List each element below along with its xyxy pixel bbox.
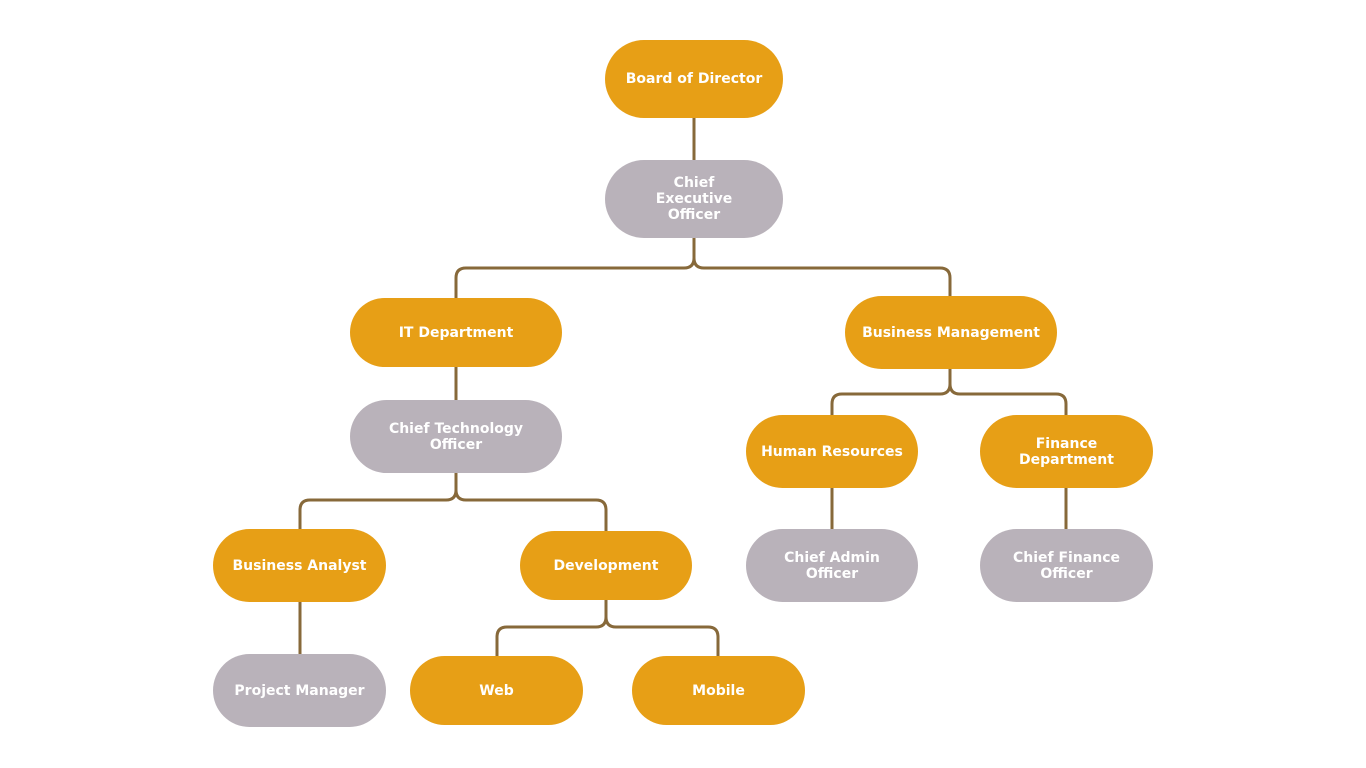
node-label: Finance Department bbox=[1019, 435, 1114, 468]
node-chief-technology-officer[interactable]: Chief Technology Officer bbox=[350, 400, 562, 473]
node-label: Development bbox=[553, 557, 659, 574]
node-label: Chief Finance Officer bbox=[1012, 549, 1121, 582]
node-chief-executive-officer[interactable]: Chief Executive Officer bbox=[605, 160, 783, 238]
node-business-analyst[interactable]: Business Analyst bbox=[213, 529, 386, 602]
node-label: Board of Director bbox=[625, 71, 763, 87]
node-label: Chief Executive Officer bbox=[655, 175, 733, 223]
node-business-management[interactable]: Business Management bbox=[845, 296, 1057, 369]
node-finance-department[interactable]: Finance Department bbox=[980, 415, 1153, 488]
node-label: Business Management bbox=[862, 324, 1040, 341]
node-chief-admin-officer[interactable]: Chief Admin Officer bbox=[746, 529, 918, 602]
node-label: Chief Technology Officer bbox=[388, 420, 524, 453]
node-label: Project Manager bbox=[234, 682, 365, 699]
node-project-manager[interactable]: Project Manager bbox=[213, 654, 386, 727]
connector-ceo-it bbox=[454, 238, 696, 298]
node-label: Mobile bbox=[692, 682, 745, 699]
node-label: Human Resources bbox=[761, 443, 903, 460]
node-development[interactable]: Development bbox=[520, 531, 692, 600]
node-mobile[interactable]: Mobile bbox=[632, 656, 805, 725]
node-label: IT Department bbox=[398, 324, 514, 341]
node-board-of-director[interactable]: Board of Director bbox=[605, 40, 783, 118]
node-label: Chief Admin Officer bbox=[784, 549, 880, 582]
connector-development-web bbox=[495, 600, 608, 656]
connector-cto-development bbox=[454, 473, 608, 531]
connector-ceo-business bbox=[692, 238, 952, 296]
connector-cto-analyst bbox=[298, 473, 458, 529]
node-human-resources[interactable]: Human Resources bbox=[746, 415, 918, 488]
node-label: Web bbox=[479, 682, 514, 699]
node-web[interactable]: Web bbox=[410, 656, 583, 725]
node-label: Business Analyst bbox=[232, 557, 367, 574]
connector-development-mobile bbox=[604, 600, 720, 656]
node-chief-finance-officer[interactable]: Chief Finance Officer bbox=[980, 529, 1153, 602]
connector-business-hr bbox=[830, 369, 952, 415]
node-it-department[interactable]: IT Department bbox=[350, 298, 562, 367]
connector-business-finance bbox=[948, 369, 1068, 415]
